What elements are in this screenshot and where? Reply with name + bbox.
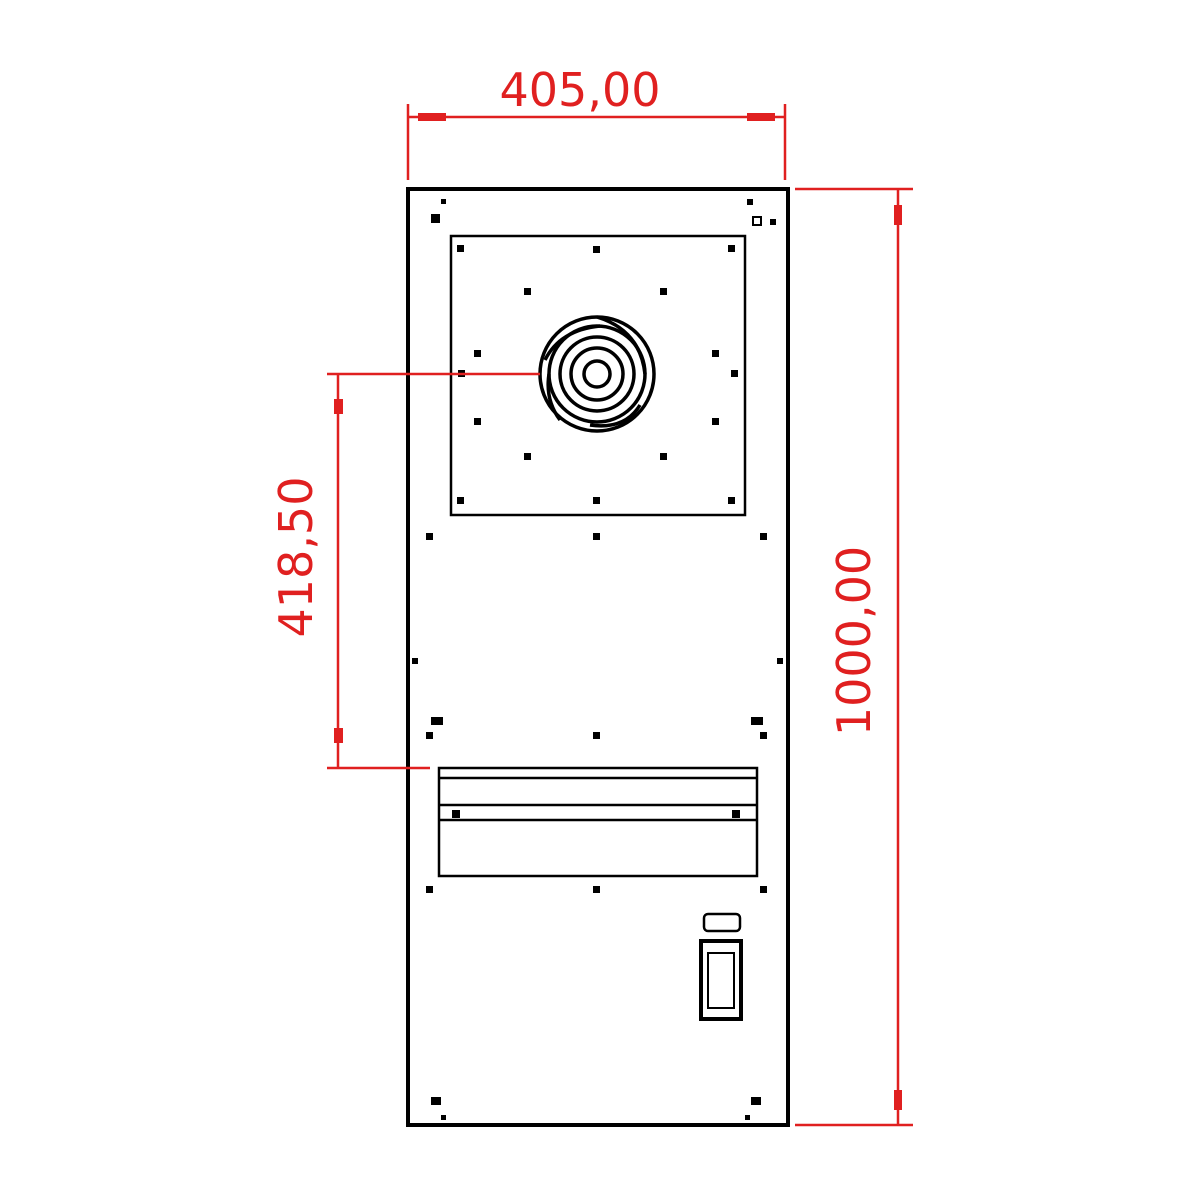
- height-dimension: 1000,00: [795, 187, 913, 1127]
- cabinet-unit: [406, 187, 790, 1127]
- fan-icon: [538, 315, 656, 433]
- fan-panel-screws: [457, 245, 738, 504]
- width-dimension: 405,00: [406, 63, 787, 180]
- dimension-arrow: [418, 113, 446, 121]
- air-vent: [437, 766, 759, 878]
- fan-panel: [449, 234, 747, 517]
- fan-height-dimension: 418,50: [269, 372, 540, 770]
- corner-fasteners: [412, 199, 783, 1120]
- fan-panel-frame: [449, 234, 747, 517]
- connector: [699, 912, 743, 1021]
- dimensions: 405,00 1000,00 418,50: [269, 63, 913, 1127]
- width-label: 405,00: [500, 63, 661, 117]
- dimension-arrow: [894, 205, 902, 225]
- panel-screws: [426, 533, 767, 893]
- dimension-arrow: [334, 399, 343, 414]
- dimension-arrow: [334, 728, 343, 743]
- dimension-arrow: [747, 113, 775, 121]
- fan-height-label: 418,50: [269, 477, 323, 638]
- dimension-arrow: [894, 1090, 902, 1110]
- height-label: 1000,00: [827, 546, 881, 736]
- cabinet-outline: [406, 187, 790, 1127]
